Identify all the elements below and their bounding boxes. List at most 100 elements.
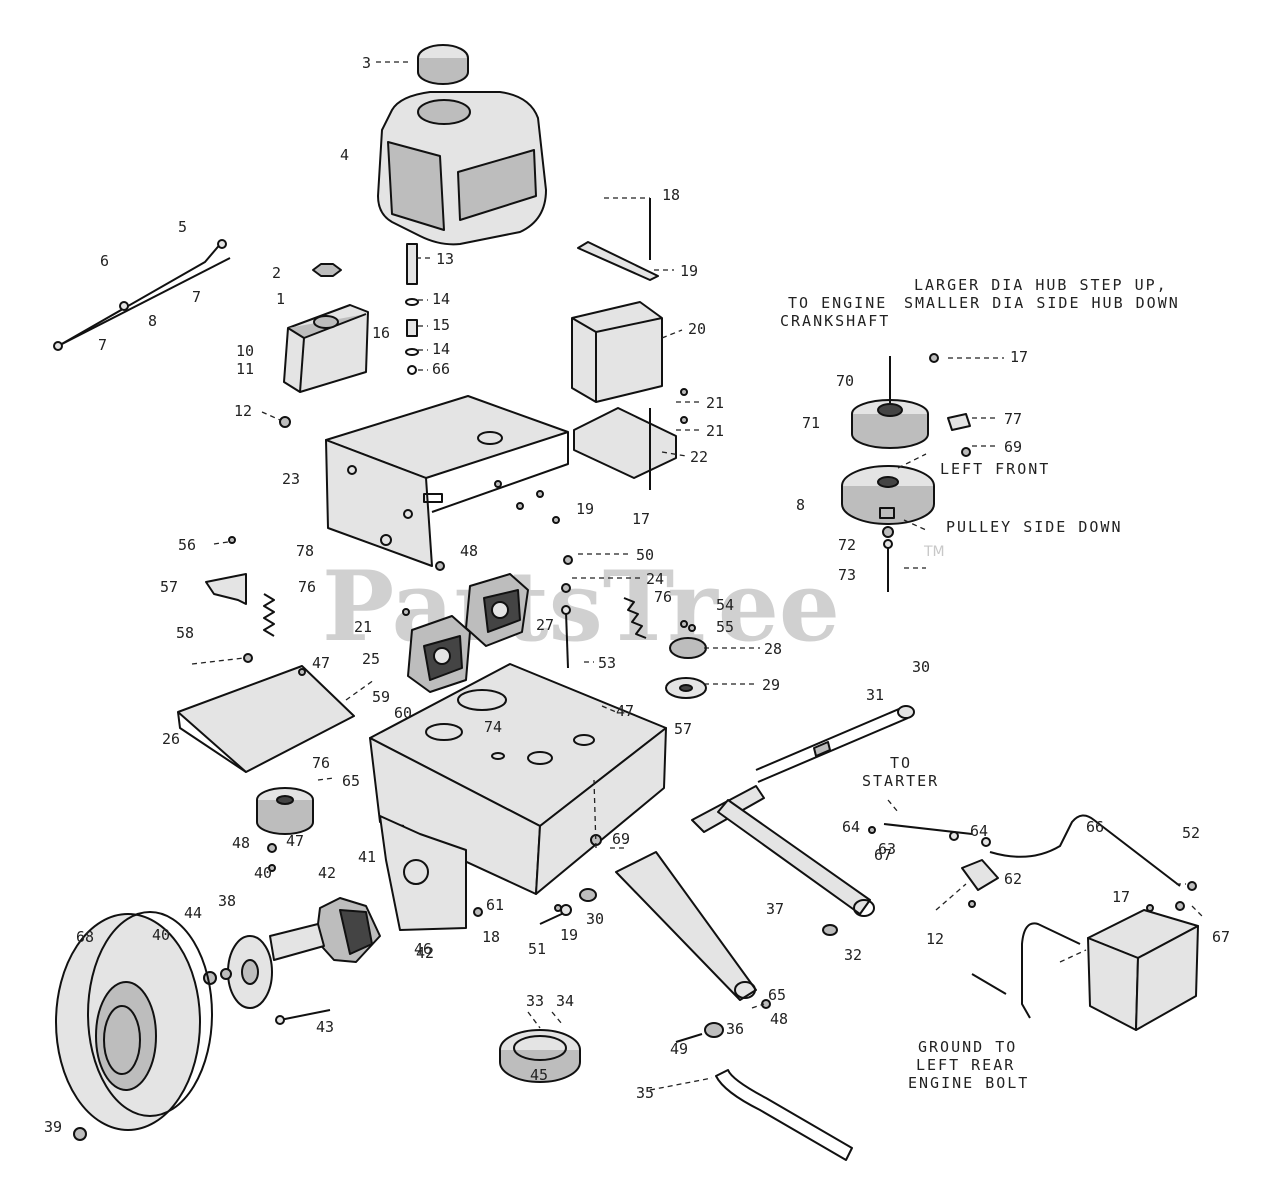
callout[interactable]: 48 [770, 1010, 788, 1028]
spring-right-part[interactable] [623, 597, 647, 639]
callout[interactable]: 7 [192, 288, 201, 306]
callout[interactable]: 66 [432, 360, 450, 378]
callout[interactable]: 49 [670, 1040, 688, 1058]
callout[interactable]: 73 [838, 566, 856, 584]
callout[interactable]: 64 [842, 818, 860, 836]
callout[interactable]: 55 [716, 618, 734, 636]
callout[interactable]: 28 [764, 640, 782, 658]
callout[interactable]: 71 [802, 414, 820, 432]
callout[interactable]: 17 [1010, 348, 1028, 366]
callout[interactable]: 3 [362, 54, 371, 72]
callout[interactable]: 19 [560, 926, 578, 944]
callout[interactable]: 45 [530, 1066, 548, 1084]
callout[interactable]: 15 [432, 316, 450, 334]
callout[interactable]: 39 [44, 1118, 62, 1136]
callout[interactable]: 27 [536, 616, 554, 634]
callout[interactable]: 69 [1004, 438, 1022, 456]
callout[interactable]: 21 [706, 422, 724, 440]
callout[interactable]: 52 [1182, 824, 1200, 842]
callout[interactable]: 76 [654, 588, 672, 606]
wheel-motor-part[interactable] [269, 897, 381, 963]
anti-rotation-bracket-part[interactable] [947, 413, 971, 431]
callout[interactable]: 56 [178, 536, 196, 554]
callout[interactable]: 67 [1212, 928, 1230, 946]
callout[interactable]: 20 [688, 320, 706, 338]
valve-stem-part[interactable] [73, 1127, 87, 1141]
callout[interactable]: 41 [358, 848, 376, 866]
callout[interactable]: 69 [612, 830, 630, 848]
callout[interactable]: 42 [416, 944, 434, 962]
steering-shaft-part[interactable] [755, 705, 915, 783]
callout[interactable]: 70 [836, 372, 854, 390]
control-arm-part[interactable] [615, 785, 875, 1001]
callout[interactable]: 40 [254, 864, 272, 882]
callout[interactable]: 19 [680, 262, 698, 280]
callout[interactable]: 25 [362, 650, 380, 668]
spacer-36-part[interactable] [675, 1022, 724, 1043]
callout[interactable]: 1 [276, 290, 285, 308]
callout[interactable]: 35 [636, 1084, 654, 1102]
callout[interactable]: 63 [878, 840, 896, 858]
callout[interactable]: 54 [716, 596, 734, 614]
callout[interactable]: 37 [766, 900, 784, 918]
callout[interactable]: 7 [98, 336, 107, 354]
callout[interactable]: 13 [436, 250, 454, 268]
battery-cable-part[interactable] [989, 814, 1181, 887]
idler-pulley-part[interactable] [256, 787, 314, 835]
ground-cable-part[interactable] [971, 922, 1081, 1019]
callout[interactable]: 26 [162, 730, 180, 748]
callout[interactable]: 66 [1086, 818, 1104, 836]
electric-clutch-part[interactable] [841, 465, 935, 525]
callout[interactable]: 21 [354, 618, 372, 636]
battery-part[interactable] [1087, 909, 1199, 1031]
callout[interactable]: 48 [232, 834, 250, 852]
control-rod-linkage-part[interactable] [53, 239, 231, 351]
callout[interactable]: 58 [176, 624, 194, 642]
callout[interactable]: 22 [690, 448, 708, 466]
callout[interactable]: 67 [874, 846, 892, 864]
hydro-pump-left-part[interactable] [407, 615, 471, 693]
callout[interactable]: 60 [394, 704, 412, 722]
callout[interactable]: 17 [632, 510, 650, 528]
callout[interactable]: 36 [726, 1020, 744, 1038]
side-plate-part[interactable] [379, 815, 467, 931]
lower-frame-part[interactable] [369, 663, 667, 895]
callout[interactable]: 17 [1112, 888, 1130, 906]
callout[interactable]: 31 [866, 686, 884, 704]
callout[interactable]: 47 [616, 702, 634, 720]
bracket-left-part[interactable] [205, 573, 247, 605]
callout[interactable]: 21 [706, 394, 724, 412]
callout[interactable]: 65 [768, 986, 786, 1004]
drive-pulley-part[interactable] [499, 1029, 581, 1083]
callout[interactable]: 77 [1004, 410, 1022, 428]
callout[interactable]: 32 [844, 946, 862, 964]
callout[interactable]: 5 [178, 218, 187, 236]
callout[interactable]: 57 [160, 578, 178, 596]
callout[interactable]: 47 [312, 654, 330, 672]
bushing-32-part[interactable] [822, 924, 838, 936]
callout[interactable]: 14 [432, 290, 450, 308]
drive-belt-part[interactable] [715, 1069, 853, 1161]
callout[interactable]: 50 [636, 546, 654, 564]
pump-pulley-part[interactable] [665, 677, 707, 699]
callout[interactable]: 48 [460, 542, 478, 560]
callout[interactable]: 2 [272, 264, 281, 282]
callout[interactable]: 51 [528, 940, 546, 958]
callout[interactable]: 61 [486, 896, 504, 914]
wheel-hub-part[interactable] [227, 935, 273, 1009]
callout[interactable]: 8 [796, 496, 805, 514]
callout[interactable]: 76 [312, 754, 330, 772]
reservoir-cap-part[interactable] [312, 263, 342, 277]
callout[interactable]: 42 [318, 864, 336, 882]
fuel-filter-stack-part[interactable] [405, 243, 419, 375]
callout[interactable]: 10 [236, 342, 254, 360]
callout[interactable]: 30 [912, 658, 930, 676]
callout[interactable]: 74 [484, 718, 502, 736]
engine-pulley-part[interactable] [851, 356, 929, 449]
shield-plate-part[interactable] [177, 665, 355, 773]
bolt-51-part[interactable] [539, 904, 572, 925]
callout[interactable]: 53 [598, 654, 616, 672]
callout[interactable]: 78 [296, 542, 314, 560]
solenoid-bracket-part[interactable] [883, 823, 999, 891]
callout[interactable]: 57 [674, 720, 692, 738]
